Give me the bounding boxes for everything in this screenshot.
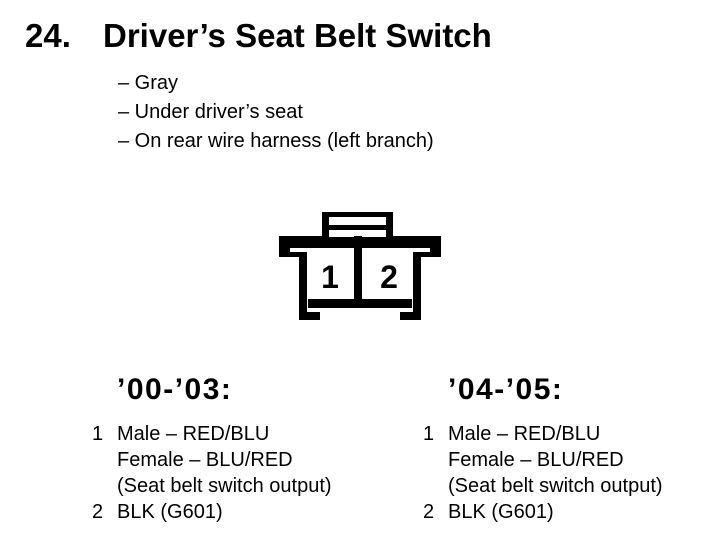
year-range-header-04-05: ’04-’05: <box>448 373 564 406</box>
pin-number: 1 <box>92 423 104 445</box>
ear-right <box>430 236 441 257</box>
wire-line: BLK (G601) <box>448 501 554 523</box>
list-item-location: – Under driver’s seat <box>118 101 303 123</box>
pin-1-label: 1 <box>321 259 339 295</box>
leg-right <box>413 251 421 320</box>
foot-left <box>299 312 320 320</box>
wire-line: (Seat belt switch output) <box>448 475 663 497</box>
wire-line: BLK (G601) <box>117 501 223 523</box>
wire-line: Female – BLU/RED <box>448 449 624 471</box>
foot-right <box>400 312 421 320</box>
pin-description: Male – RED/BLU Female – BLU/RED (Seat be… <box>448 421 663 499</box>
wire-line: Female – BLU/RED <box>117 449 293 471</box>
ear-underside-left <box>279 251 299 257</box>
pinout-column-04-05: ’04-’05: 1 Male – RED/BLU Female – BLU/R… <box>423 375 704 525</box>
pin-entry: 1 Male – RED/BLU Female – BLU/RED (Seat … <box>92 421 392 499</box>
wire-line: (Seat belt switch output) <box>117 475 332 497</box>
latch-slot-top <box>329 217 386 225</box>
pin-number: 2 <box>423 501 435 523</box>
pin-description: BLK (G601) <box>448 499 554 525</box>
list-item-color: – Gray <box>118 72 179 94</box>
connector-diagram: 1 2 <box>279 212 441 320</box>
ear-left <box>279 236 290 257</box>
leg-left <box>299 251 307 320</box>
latch-slot-bottom <box>329 230 386 237</box>
connector-property-list: – Gray – Under driver’s seat – On rear w… <box>118 69 434 156</box>
wire-line: Male – RED/BLU <box>448 423 601 445</box>
pin-divider <box>354 236 362 308</box>
page-title: Driver’s Seat Belt Switch <box>103 17 492 54</box>
pin-entry: 1 Male – RED/BLU Female – BLU/RED (Seat … <box>423 421 704 499</box>
pin-number: 2 <box>92 501 104 523</box>
wire-line: Male – RED/BLU <box>117 423 270 445</box>
ear-underside-right <box>421 251 441 257</box>
pinout-column-00-03: ’00-’03: 1 Male – RED/BLU Female – BLU/R… <box>92 375 392 525</box>
list-item-harness: – On rear wire harness (left branch) <box>118 130 434 152</box>
pin-description: BLK (G601) <box>117 499 223 525</box>
pin-2-label: 2 <box>380 259 398 295</box>
section-number: 24. <box>25 17 71 54</box>
pin-entry: 2 BLK (G601) <box>92 499 392 525</box>
pin-number: 1 <box>423 423 435 445</box>
year-range-header-00-03: ’00-’03: <box>117 373 233 406</box>
pin-description: Male – RED/BLU Female – BLU/RED (Seat be… <box>117 421 332 499</box>
pin-entry: 2 BLK (G601) <box>423 499 704 525</box>
